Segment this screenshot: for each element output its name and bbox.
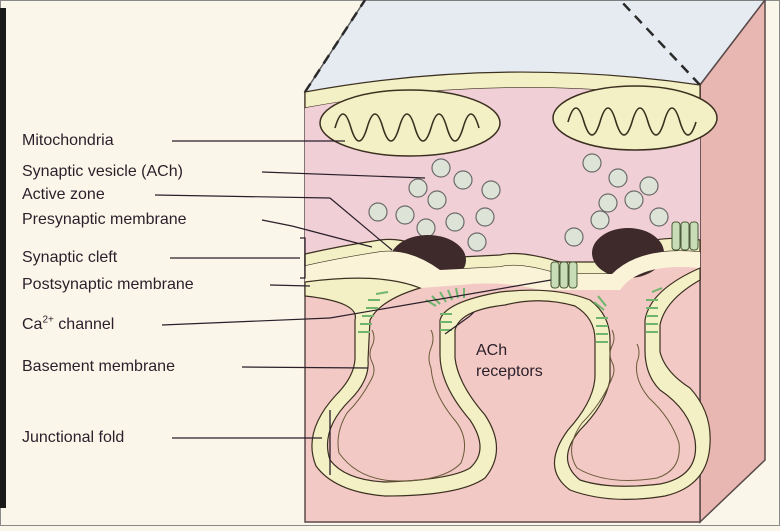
label-synaptic-cleft: Synaptic cleft <box>22 249 117 267</box>
ca-channel-right <box>672 222 698 250</box>
mitochondrion-left <box>320 90 500 156</box>
label-junctional-fold: Junctional fold <box>22 429 124 447</box>
label-presynaptic-membrane: Presynaptic membrane <box>22 211 187 229</box>
ca-channel-left <box>551 262 577 288</box>
label-basement-membrane: Basement membrane <box>22 358 175 376</box>
label-ach: ACh <box>476 342 507 360</box>
left-edge-bar <box>0 8 6 508</box>
label-mitochondria: Mitochondria <box>22 132 114 150</box>
label-ca-superscript: 2+ <box>42 315 53 326</box>
label-ca-channel: Ca2+ channel <box>22 316 114 334</box>
label-postsynaptic-membrane: Postsynaptic membrane <box>22 276 194 294</box>
mitochondrion-right <box>553 86 717 150</box>
label-ca-suffix: channel <box>54 316 115 333</box>
label-active-zone: Active zone <box>22 186 105 204</box>
label-ca-prefix: Ca <box>22 316 42 333</box>
label-synaptic-vesicle: Synaptic vesicle (ACh) <box>22 163 183 181</box>
label-receptors: receptors <box>476 363 543 381</box>
